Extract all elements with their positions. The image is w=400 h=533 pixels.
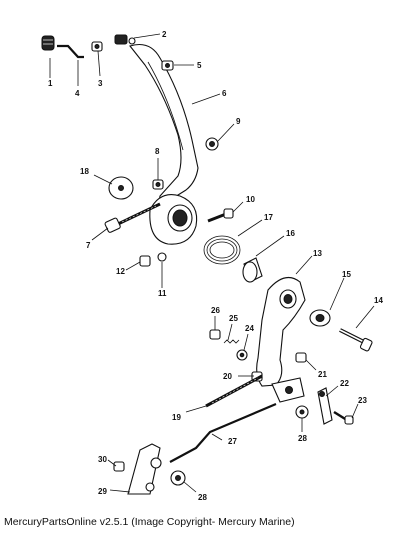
callout-24: 24	[245, 324, 254, 333]
lever-fittings	[145, 457, 162, 492]
callout-labels: 1 2 3 4 5 6 7 8 9 10 11 12 13 14 15 16 1…	[48, 30, 383, 502]
callout-26: 26	[211, 306, 220, 315]
callout-6: 6	[222, 89, 227, 98]
part-19-screw	[205, 374, 263, 408]
part-29-lever	[127, 443, 161, 495]
leader-lines	[49, 33, 375, 493]
part-28-bushing-lower	[170, 470, 186, 486]
callout-28-lower: 28	[198, 493, 207, 502]
part-9-bushing	[205, 137, 219, 151]
lever-hub	[149, 194, 198, 245]
callout-25: 25	[229, 314, 238, 323]
callout-23: 23	[358, 396, 367, 405]
part-26-nut	[209, 329, 221, 340]
callout-20: 20	[223, 372, 232, 381]
part-13-pivot	[279, 289, 297, 309]
callout-12: 12	[116, 267, 125, 276]
copyright-footer: MercuryPartsOnline v2.5.1 (Image Copyrig…	[4, 516, 295, 528]
callout-2: 2	[162, 30, 167, 39]
callout-7: 7	[86, 241, 91, 250]
part-25-spring	[223, 339, 240, 344]
callout-13: 13	[313, 249, 322, 258]
part-27-link-rod	[169, 402, 277, 463]
callout-18: 18	[80, 167, 89, 176]
part-28-bushing-upper	[295, 405, 309, 419]
callout-14: 14	[374, 296, 383, 305]
callout-22: 22	[340, 379, 349, 388]
callout-10: 10	[246, 195, 255, 204]
part-8-nut	[152, 179, 164, 190]
callout-30: 30	[98, 455, 107, 464]
linkage-block	[271, 377, 305, 403]
callout-9: 9	[236, 117, 241, 126]
part-7-bolt	[104, 202, 161, 233]
callout-19: 19	[172, 413, 181, 422]
part-18-washer	[108, 176, 134, 200]
part-16-bushing	[242, 257, 263, 283]
callout-8: 8	[155, 147, 160, 156]
callout-28-upper: 28	[298, 434, 307, 443]
part-10-bolt	[207, 208, 234, 223]
part-14-bolt	[339, 328, 373, 352]
callout-3: 3	[98, 79, 103, 88]
callout-5: 5	[197, 61, 202, 70]
part-3-nut	[91, 41, 103, 52]
part-4-link-rod	[57, 44, 84, 59]
part-12-nut	[139, 255, 151, 267]
callout-1: 1	[48, 79, 53, 88]
part-11-fitting	[157, 252, 167, 262]
callout-4: 4	[75, 89, 80, 98]
callout-17: 17	[264, 213, 273, 222]
part-24-washer	[236, 349, 248, 361]
part-17-spring	[203, 235, 241, 265]
part-5-nut	[161, 60, 174, 71]
callout-21: 21	[318, 370, 327, 379]
callout-15: 15	[342, 270, 351, 279]
part-23-screw	[333, 410, 354, 425]
part-30-nut	[113, 461, 125, 472]
part-1-ball-joint	[41, 35, 55, 51]
callout-29: 29	[98, 487, 107, 496]
part-15-bushing	[309, 309, 331, 327]
part-22-link	[317, 387, 333, 425]
callout-27: 27	[228, 437, 237, 446]
callout-11: 11	[158, 289, 167, 298]
part-2-fitting	[114, 34, 136, 45]
part-21-fitting	[295, 352, 307, 363]
callout-16: 16	[286, 229, 295, 238]
